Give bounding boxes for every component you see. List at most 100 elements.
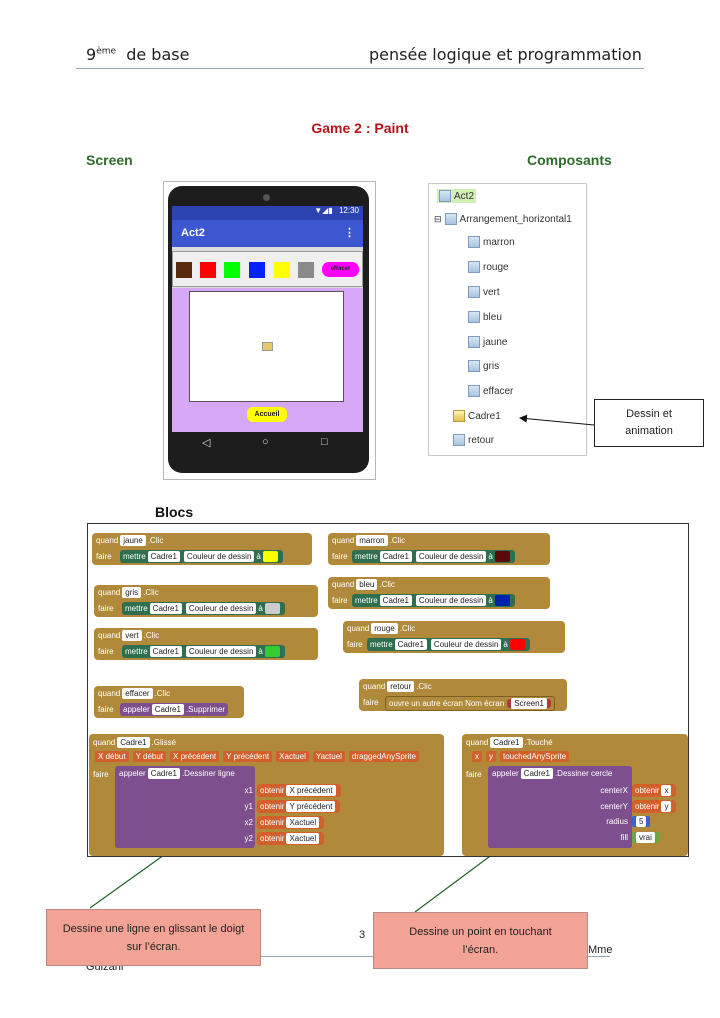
kw: .Clic (143, 631, 160, 640)
color-value (264, 646, 280, 657)
kw: faire (96, 552, 112, 561)
swatch-rouge[interactable] (200, 262, 216, 278)
tree-label: rouge (483, 261, 509, 273)
chip: 5 (636, 816, 647, 827)
camera-dot (263, 194, 270, 201)
kw: faire (332, 596, 348, 605)
chip: Cadre1 (149, 646, 182, 657)
param: Y précédent (223, 751, 273, 762)
kw: mettre (123, 552, 146, 561)
arg-label: x2 (244, 818, 253, 827)
kw: faire (363, 698, 379, 707)
tree-label: marron (483, 236, 515, 248)
tree-item-cadre1[interactable]: Cadre1 (453, 410, 501, 422)
section-screen: Screen (86, 152, 133, 168)
tree-arrangement-label: Arrangement_horizontal1 (459, 213, 572, 225)
kw: .Dessiner cercle (554, 769, 613, 778)
param: x (472, 751, 482, 762)
accueil-button[interactable]: Accueil (247, 407, 287, 422)
swatch-gris[interactable] (298, 262, 314, 278)
kw: faire (98, 705, 114, 714)
chip: Y précédent (286, 801, 336, 812)
kw: .Clic (399, 624, 416, 633)
accueil-label: Accueil (254, 411, 280, 418)
button-icon (468, 236, 480, 248)
kw: .Clic (154, 689, 171, 698)
tree-label: vert (483, 286, 500, 298)
tree-item-arrangement[interactable]: ⊟ Arrangement_horizontal1 (434, 213, 572, 225)
swatch-jaune[interactable] (274, 262, 290, 278)
home-icon[interactable]: ○ (262, 436, 269, 448)
button-icon (468, 286, 480, 298)
screen-icon (439, 190, 451, 202)
back-icon[interactable]: ◁ (202, 437, 211, 449)
kw: appeler (119, 769, 146, 778)
tree-item-bleu[interactable]: bleu (468, 311, 502, 323)
kw: quand (466, 738, 489, 747)
kw: mettre (355, 552, 378, 561)
recents-icon[interactable]: □ (321, 436, 328, 448)
chip: Couleur de dessin (430, 639, 502, 650)
tree-item-jaune[interactable]: jaune (468, 336, 507, 348)
collapse-icon[interactable]: ⊟ (434, 213, 442, 224)
chip: vrai (636, 832, 655, 843)
chip: gris (122, 587, 142, 598)
kw: à (258, 604, 263, 613)
tree-label: Cadre1 (468, 410, 501, 422)
swatch-vert[interactable] (224, 262, 240, 278)
header-grade: 9ème de base (86, 45, 189, 64)
kw: obtenir (260, 786, 285, 795)
header-subject: pensée logique et programmation (369, 45, 642, 64)
kw: quand (98, 689, 121, 698)
tree-item-act2[interactable]: Act2 (437, 189, 477, 203)
kw: .Touché (524, 738, 553, 747)
chip: Cadre1 (117, 737, 150, 748)
swatch-marron[interactable] (176, 262, 192, 278)
overflow-menu-icon[interactable]: ⋮ (344, 227, 355, 239)
status-time: 12:30 (338, 206, 359, 215)
note-right: Dessine un point en touchant l’écran. (373, 912, 588, 969)
chip: Cadre1 (147, 551, 180, 562)
chip: Cadre1 (147, 768, 180, 779)
chip: rouge (371, 623, 398, 634)
tree-item-effacer[interactable]: effacer (468, 385, 513, 397)
kw: faire (466, 770, 482, 779)
number-value: 5 (632, 816, 651, 827)
swatch-bleu[interactable] (249, 262, 265, 278)
chip: retour (387, 681, 415, 692)
drawing-canvas[interactable] (189, 291, 344, 402)
param: y (486, 751, 496, 762)
grade-sup: ème (96, 46, 117, 57)
param: Xactuel (276, 751, 309, 762)
kw: mettre (125, 647, 148, 656)
param: X début (95, 751, 129, 762)
chip: Couleur de dessin (185, 646, 257, 657)
tree-item-gris[interactable]: gris (468, 360, 499, 372)
tree-item-vert[interactable]: vert (468, 286, 500, 298)
chip: Cadre1 (490, 737, 523, 748)
tree-item-rouge[interactable]: rouge (468, 261, 509, 273)
tree-item-retour[interactable]: retour (453, 434, 494, 446)
chip: x (661, 785, 672, 796)
kw: .Dessiner ligne (181, 769, 235, 778)
kw: obtenir (260, 834, 285, 843)
effacer-button[interactable]: effacer (322, 262, 359, 277)
tree-item-marron[interactable]: marron (468, 236, 515, 248)
